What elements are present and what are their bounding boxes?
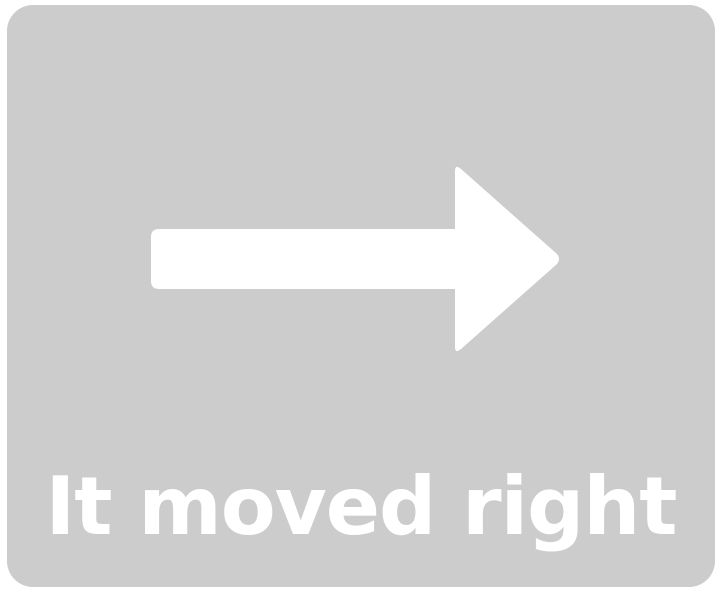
caption-text: It moved right	[45, 460, 677, 553]
arrow-right-icon	[151, 166, 559, 352]
card: It moved right	[7, 5, 715, 587]
